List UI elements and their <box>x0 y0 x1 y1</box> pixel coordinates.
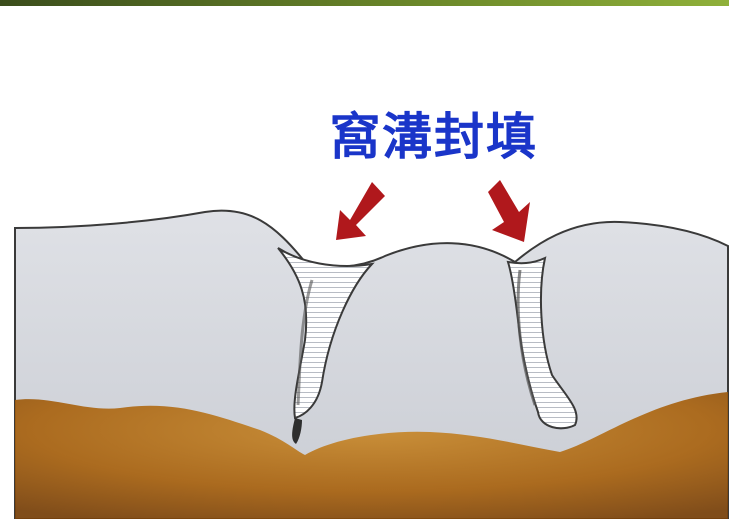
arrow-down-right-icon <box>488 180 530 242</box>
arrow-down-left-icon <box>336 182 385 240</box>
diagram-title: 窩溝封填 <box>330 112 538 162</box>
